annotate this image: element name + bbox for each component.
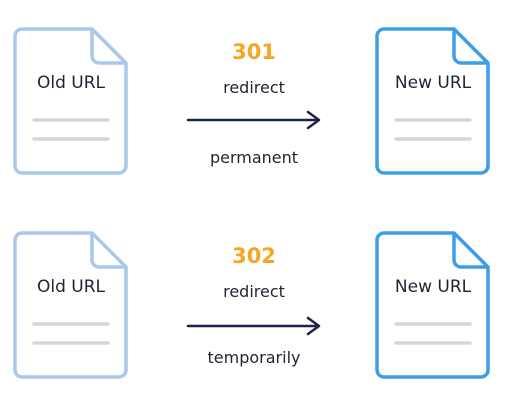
redirect-row-302: Old URL 302 redirect temporarily New URL <box>0 226 507 386</box>
right-arrow-icon <box>186 110 321 130</box>
old-url-label: Old URL <box>36 73 106 93</box>
redirect-type: temporarily <box>207 348 301 367</box>
new-url-document: New URL <box>374 26 492 176</box>
document-icon <box>13 231 128 379</box>
old-url-document: Old URL <box>12 230 130 380</box>
new-url-label: New URL <box>394 277 472 297</box>
old-url-label: Old URL <box>36 277 106 297</box>
new-url-label: New URL <box>394 73 472 93</box>
status-code-302: 302 <box>232 244 276 268</box>
redirect-word: redirect <box>223 78 285 97</box>
document-icon <box>375 27 490 175</box>
document-icon <box>375 231 490 379</box>
right-arrow-icon <box>186 316 321 336</box>
old-url-document: Old URL <box>12 26 130 176</box>
redirect-word: redirect <box>223 282 285 301</box>
redirect-row-301: Old URL 301 redirect permanent New URL <box>0 22 507 182</box>
document-icon <box>13 27 128 175</box>
new-url-document: New URL <box>374 230 492 380</box>
status-code-301: 301 <box>232 40 276 64</box>
redirect-type: permanent <box>209 148 299 167</box>
